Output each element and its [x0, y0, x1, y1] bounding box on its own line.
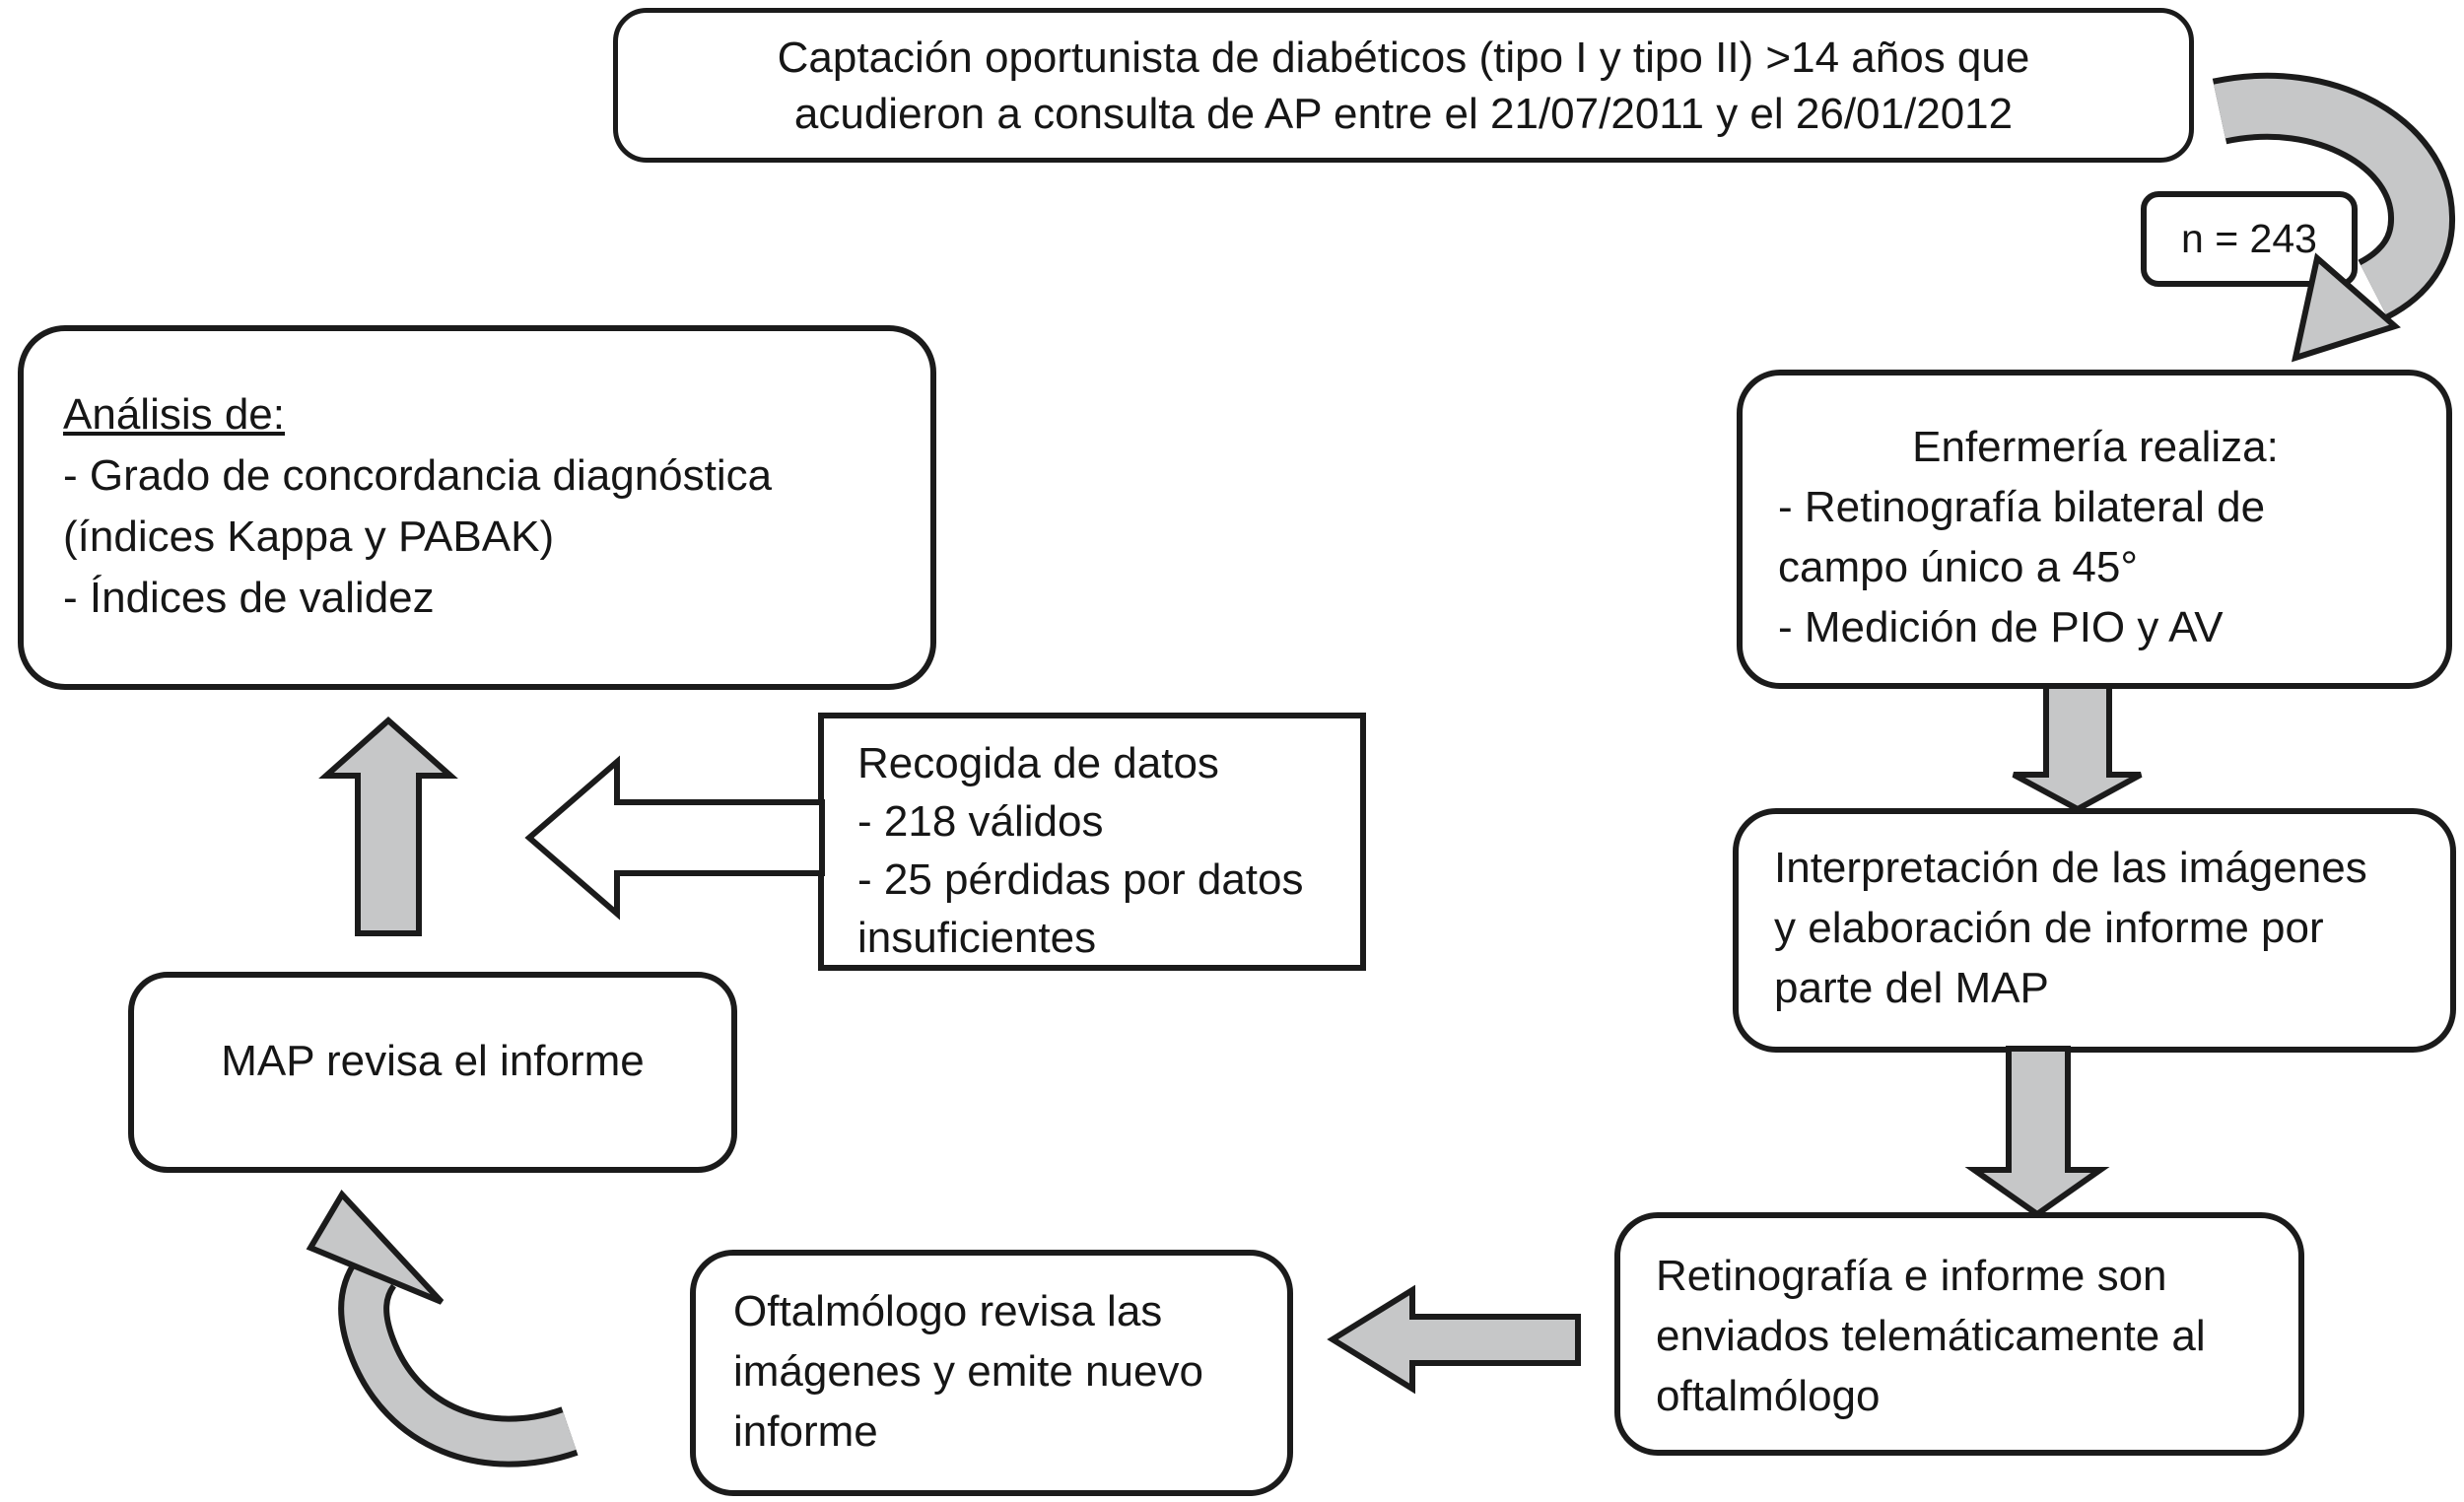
analisis-line: (índices Kappa y PABAK)	[63, 512, 555, 561]
enfermeria-to-interpretacion-down-arrow	[2012, 683, 2143, 813]
curved-arrow-head	[306, 1190, 445, 1305]
analisis-box: Análisis de: - Grado de concordancia dia…	[18, 325, 936, 690]
enfermeria-line: - Medición de PIO y AV	[1778, 603, 2224, 651]
oftalmologo-line: Oftalmólogo revisa las	[733, 1287, 1163, 1335]
interpretacion-line: Interpretación de las imágenes	[1774, 844, 2367, 892]
enfermeria-line: - Retinografía bilateral de	[1778, 483, 2266, 531]
curved-arrow-band	[344, 1261, 577, 1462]
interpretacion-to-retinografia-down-arrow	[1964, 1046, 2110, 1218]
map-revisa-label: MAP revisa el informe	[221, 1036, 645, 1085]
analisis-line: - Índices de validez	[63, 574, 435, 622]
enfermeria-line: campo único a 45°	[1778, 543, 2138, 591]
captacion-box: Captación oportunista de diabéticos (tip…	[613, 8, 2194, 163]
retinografia-to-oftalmologo-left-arrow	[1327, 1284, 1581, 1395]
oftalmologo-to-map-curved-arrow	[306, 1190, 579, 1468]
recogida-left-outline-arrow	[524, 755, 825, 921]
analisis-title: Análisis de:	[63, 390, 286, 439]
enfermeria-title: Enfermería realiza:	[1912, 423, 2279, 471]
recogida-datos-box: Recogida de datos - 218 válidos - 25 pér…	[818, 713, 1366, 971]
oftalmologo-box: Oftalmólogo revisa las imágenes y emite …	[690, 1250, 1293, 1496]
recogida-line: insuficientes	[857, 914, 1097, 962]
curved-arrow-band-outline	[338, 1257, 579, 1468]
retinografia-envio-line: enviados telemáticamente al	[1656, 1312, 2206, 1360]
interpretacion-box: Interpretación de las imágenes y elabora…	[1733, 808, 2456, 1053]
recogida-line: Recogida de datos	[857, 739, 1219, 787]
map-to-analisis-up-arrow	[318, 716, 458, 936]
recogida-line: - 25 pérdidas por datos	[857, 855, 1304, 904]
retinografia-envio-box: Retinografía e informe son enviados tele…	[1614, 1212, 2304, 1456]
sample-size-box: n = 243	[2141, 191, 2358, 287]
interpretacion-line: y elaboración de informe por	[1774, 904, 2324, 952]
captacion-line: acudieron a consulta de AP entre el 21/0…	[793, 89, 2014, 138]
retinografia-envio-line: Retinografía e informe son	[1656, 1252, 2167, 1300]
enfermeria-box: Enfermería realiza: - Retinografía bilat…	[1737, 370, 2452, 689]
recogida-line: - 218 válidos	[857, 797, 1104, 846]
interpretacion-line: parte del MAP	[1774, 964, 2049, 1012]
map-revisa-box: MAP revisa el informe	[128, 972, 737, 1173]
analisis-line: - Grado de concordancia diagnóstica	[63, 451, 773, 500]
oftalmologo-line: imágenes y emite nuevo	[733, 1347, 1203, 1396]
oftalmologo-line: informe	[733, 1407, 878, 1456]
sample-size-label: n = 243	[2181, 216, 2317, 261]
retinografia-envio-line: oftalmólogo	[1656, 1372, 1881, 1420]
captacion-line: Captación oportunista de diabéticos (tip…	[777, 33, 2030, 82]
